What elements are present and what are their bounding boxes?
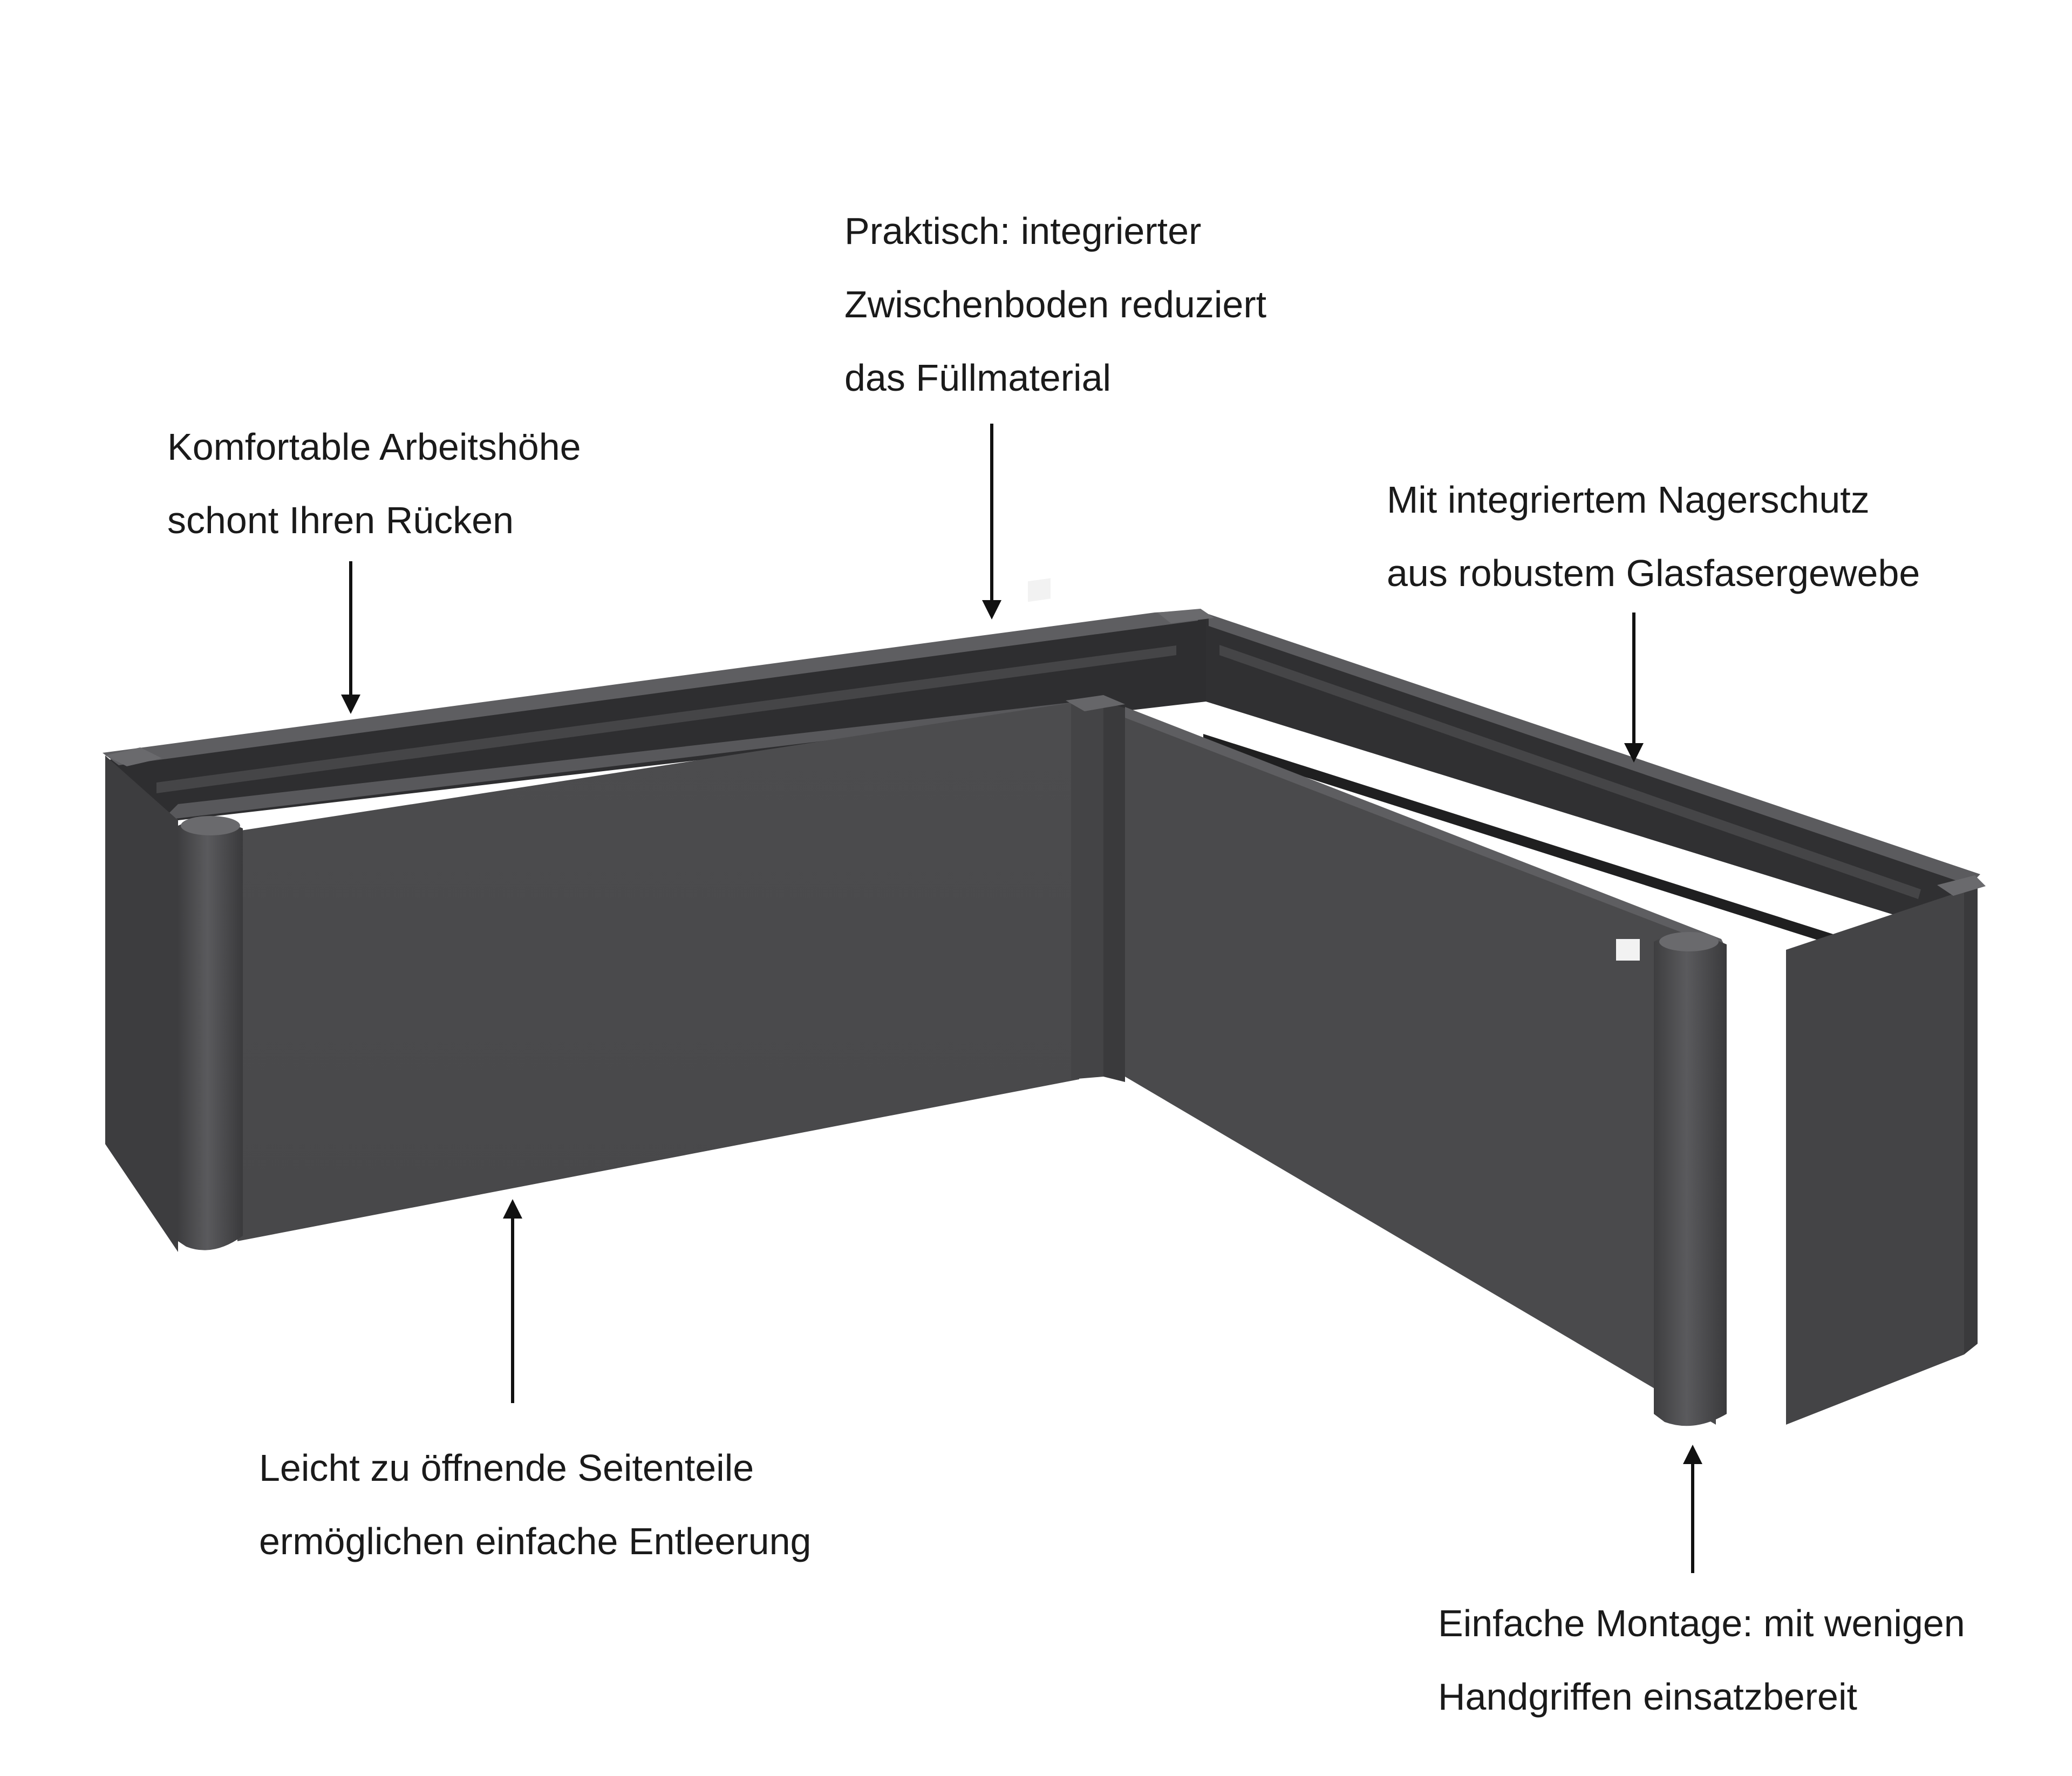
arrows	[341, 424, 1702, 1573]
front-left-panel	[237, 578, 1079, 1241]
callout-line: Leicht zu öffnende Seitenteile	[259, 1447, 754, 1489]
callout-praktisch: Praktisch: integrierter Zwischenboden re…	[844, 194, 1266, 414]
callout-line: Zwischenboden reduziert	[844, 283, 1267, 325]
callout-line: das Füllmaterial	[844, 357, 1112, 399]
callout-leicht: Leicht zu öffnende Seitenteile ermöglich…	[259, 1431, 811, 1578]
callout-nager: Mit integriertem Nagerschutz aus robuste…	[1387, 463, 1920, 610]
callout-line: Mit integriertem Nagerschutz	[1387, 479, 1870, 521]
callout-line: aus robustem Glasfasergewebe	[1387, 552, 1920, 594]
callout-line: Komfortable Arbeitshöhe	[167, 426, 581, 468]
corner-post-right	[1654, 932, 1727, 1426]
callout-line: ermöglichen einfache Entleerung	[259, 1520, 812, 1562]
front-right-panel	[1125, 707, 1727, 1425]
top-rim	[103, 610, 1980, 885]
corner-post-back-right	[1937, 875, 1986, 896]
inner-back-wall	[108, 615, 1975, 966]
callout-montage: Einfache Montage: mit wenigen Handgriffe…	[1438, 1587, 1965, 1733]
callout-line: Einfache Montage: mit wenigen	[1438, 1602, 1965, 1644]
callout-line: schont Ihren Rücken	[167, 499, 514, 541]
right-end-panel	[1786, 885, 1978, 1425]
callout-line: Handgriffen einsatzbereit	[1438, 1676, 1857, 1718]
callout-line: Praktisch: integrierter	[844, 210, 1202, 252]
corner-post-left	[178, 816, 243, 1250]
inner-corner-post	[1066, 695, 1125, 1082]
corner-post-back-middle	[1157, 609, 1214, 623]
left-end-panel	[105, 756, 178, 1252]
corner-post-back-left	[105, 747, 162, 766]
callout-komfort: Komfortable Arbeitshöhe schont Ihren Rüc…	[167, 410, 581, 557]
